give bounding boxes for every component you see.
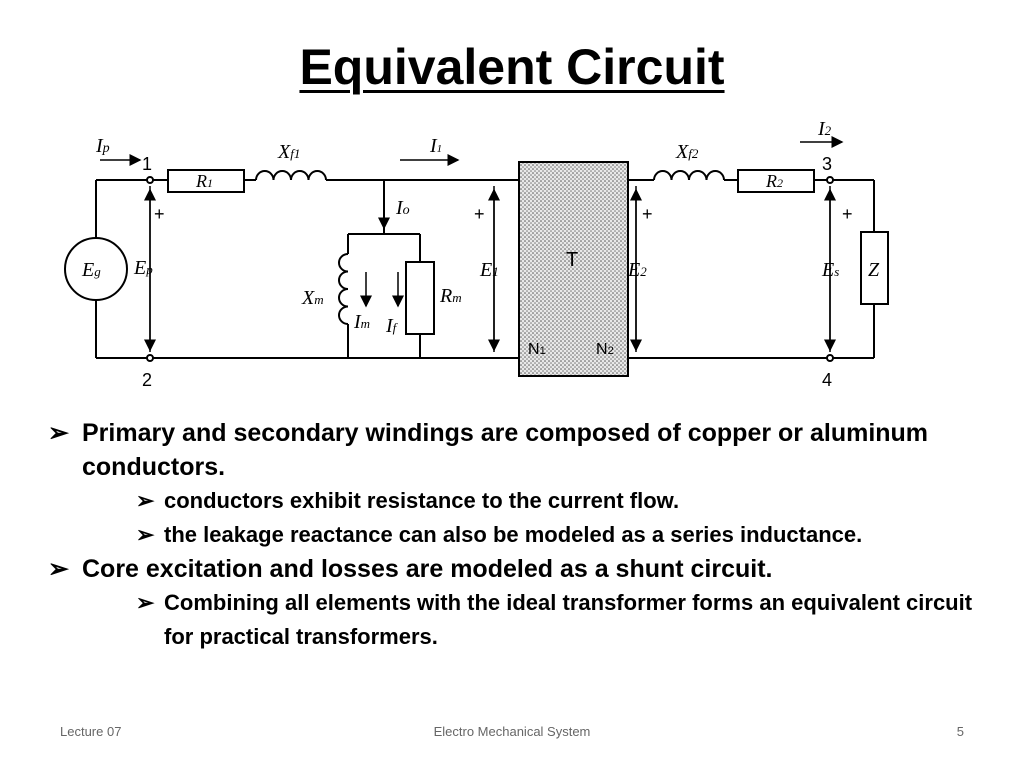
bullet-text: Primary and secondary windings are compo… — [82, 419, 929, 481]
arrow-bullet-icon: ➢ — [136, 488, 155, 513]
svg-text:Xf1: Xf1 — [277, 141, 300, 163]
label-es: E — [821, 259, 834, 281]
label-xf1-sub: f1 — [290, 146, 300, 161]
label-im-sub: m — [361, 316, 370, 331]
terminal-4-label: 4 — [822, 370, 832, 390]
svg-text:Eg: Eg — [81, 259, 101, 281]
svg-text:E2: E2 — [627, 259, 647, 281]
label-ep-sub: p — [145, 262, 153, 277]
label-xm: X — [301, 287, 315, 309]
footer-lecture: Lecture 07 — [60, 724, 122, 739]
label-e1-sub: 1 — [492, 264, 499, 279]
arrow-bullet-icon: ➢ — [136, 590, 155, 615]
svg-text:Im: Im — [353, 311, 370, 333]
sub-bullet-item: ➢ conductors exhibit resistance to the c… — [136, 484, 988, 518]
label-ip: I — [95, 135, 104, 157]
plus-sign-e2: + — [642, 204, 653, 224]
label-io-sub: o — [403, 203, 410, 218]
label-ep: E — [133, 257, 146, 279]
label-if-sub: f — [393, 320, 399, 335]
footer-course: Electro Mechanical System — [433, 724, 591, 739]
label-rm: R — [439, 285, 452, 307]
label-e1: E — [479, 259, 492, 281]
label-i2: I — [817, 118, 826, 140]
arrow-bullet-icon: ➢ — [48, 419, 69, 447]
svg-text:I2: I2 — [817, 118, 832, 140]
label-if: I — [385, 315, 394, 337]
svg-text:N1: N1 — [528, 341, 546, 358]
label-xm-sub: m — [314, 292, 323, 307]
svg-text:Ep: Ep — [133, 257, 153, 279]
slide-title: Equivalent Circuit — [299, 39, 725, 95]
sub-bullet-text: the leakage reactance can also be modele… — [164, 522, 863, 547]
sub-bullet-text: conductors exhibit resistance to the cur… — [164, 488, 680, 513]
bullet-item: ➢ Core excitation and losses are modeled… — [48, 552, 988, 586]
sub-bullet-item: ➢ Combining all elements with the ideal … — [136, 586, 988, 654]
label-e2: E — [627, 259, 640, 281]
svg-text:Xm: Xm — [301, 287, 324, 309]
svg-text:Xf2: Xf2 — [675, 141, 699, 163]
label-xf1: X — [277, 141, 291, 163]
label-rm-sub: m — [452, 290, 461, 305]
arrow-bullet-icon: ➢ — [48, 555, 69, 583]
label-ip-sub: p — [102, 141, 110, 156]
label-e2-sub: 2 — [640, 264, 647, 279]
label-i2-sub: 2 — [825, 123, 832, 138]
bullet-list: ➢ Primary and secondary windings are com… — [48, 416, 988, 654]
plus-sign-ep: + — [154, 204, 165, 224]
label-xf2-sub: f2 — [688, 146, 699, 161]
svg-text:Io: Io — [395, 197, 410, 219]
terminal-1-label: 1 — [142, 154, 152, 174]
label-eg-sub: g — [94, 264, 101, 279]
label-eg: E — [81, 259, 94, 281]
label-im: I — [353, 311, 362, 333]
footer-page-number: 5 — [956, 724, 964, 739]
bullet-item: ➢ Primary and secondary windings are com… — [48, 416, 988, 484]
equivalent-circuit-diagram: Ip 1 2 3 4 R1 Xf1 I1 Io Xf2 R2 I2 Eg Ep … — [64, 118, 889, 390]
label-z: Z — [868, 259, 880, 281]
svg-text:N2: N2 — [596, 341, 614, 358]
label-t: T — [566, 249, 578, 271]
label-i1: I — [429, 135, 438, 157]
label-es-sub: s — [834, 264, 839, 279]
sub-bullet-item: ➢ the leakage reactance can also be mode… — [136, 518, 988, 552]
arrow-bullet-icon: ➢ — [136, 522, 155, 547]
label-r2-sub: 2 — [777, 176, 783, 190]
svg-text:E1: E1 — [479, 259, 499, 281]
svg-text:R1: R1 — [195, 171, 213, 191]
sub-bullet-text: Combining all elements with the ideal tr… — [164, 590, 973, 649]
label-winding-n1: N — [528, 341, 540, 358]
svg-text:If: If — [385, 315, 399, 337]
label-xf2: X — [675, 141, 689, 163]
label-r2: R — [765, 171, 777, 191]
svg-text:Es: Es — [821, 259, 839, 281]
label-io: I — [395, 197, 404, 219]
plus-sign-e1: + — [474, 204, 485, 224]
svg-text:I1: I1 — [429, 135, 442, 157]
label-winding-n1-sub: 1 — [540, 345, 546, 357]
label-i1-sub: 1 — [437, 143, 443, 155]
terminal-2-label: 2 — [142, 370, 152, 390]
plus-sign-es: + — [842, 204, 853, 224]
svg-text:Rm: Rm — [439, 285, 462, 307]
label-r1: R — [195, 171, 207, 191]
bullet-text: Core excitation and losses are modeled a… — [82, 555, 773, 583]
svg-text:Ip: Ip — [95, 135, 110, 157]
label-r1-sub: 1 — [207, 176, 213, 190]
label-winding-n2: N — [596, 341, 608, 358]
label-winding-n2-sub: 2 — [608, 345, 614, 357]
svg-text:R2: R2 — [765, 171, 783, 191]
terminal-3-label: 3 — [822, 154, 832, 174]
